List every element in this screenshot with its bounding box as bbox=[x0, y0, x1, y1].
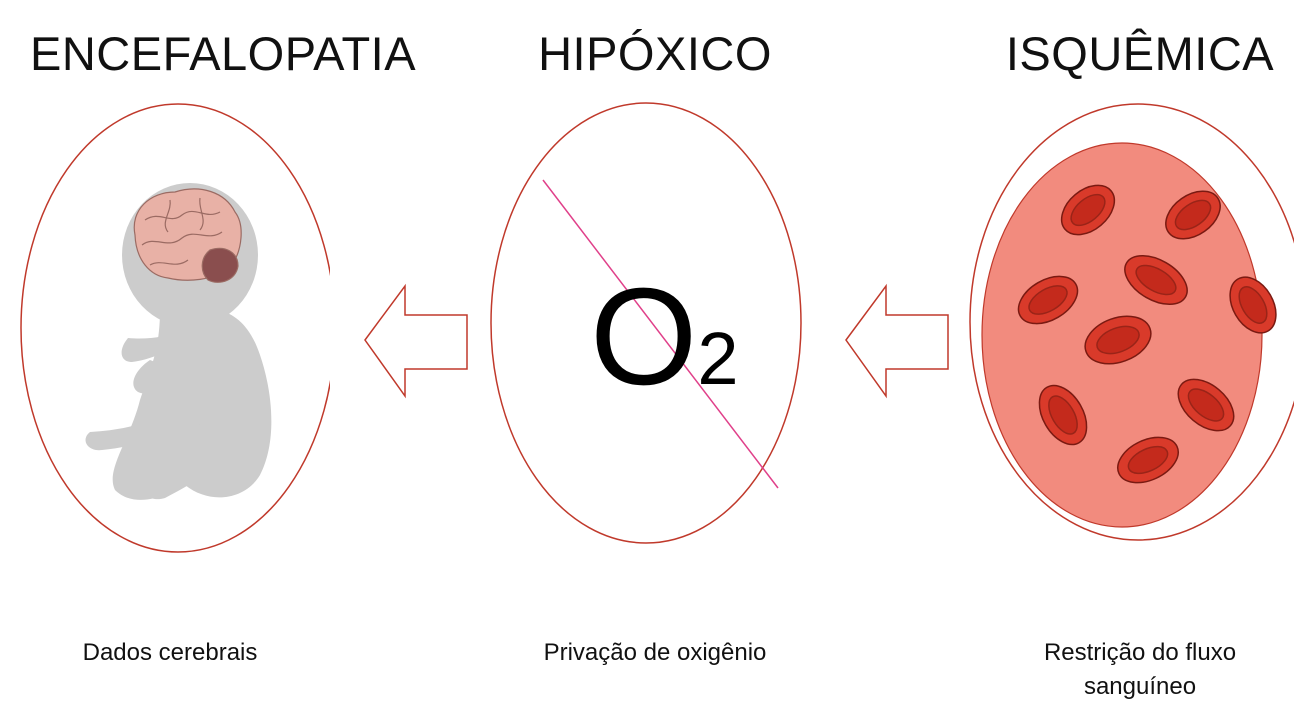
caption-restricao-line2: sanguíneo bbox=[1083, 673, 1197, 700]
caption-restricao-line1: Restrição do fluxo bbox=[1043, 639, 1237, 666]
fetus-brain-icon bbox=[20, 103, 330, 553]
red-blood-cells-icon bbox=[969, 103, 1294, 541]
title-hipoxico: HIPÓXICO bbox=[538, 27, 772, 80]
oxygen-letter: O bbox=[590, 260, 698, 414]
blood-cells bbox=[1017, 184, 1277, 484]
oxygen-symbol: O2 bbox=[590, 268, 739, 406]
caption-dados-cerebrais: Dados cerebrais bbox=[82, 639, 258, 666]
brain bbox=[133, 188, 242, 283]
arrow-left-icon bbox=[364, 283, 468, 399]
title-isquemica: ISQUÊMICA bbox=[1005, 27, 1275, 80]
caption-restricao-fluxo: Restrição do fluxo sanguíneo bbox=[1005, 636, 1275, 704]
oxygen-subscript: 2 bbox=[697, 317, 739, 400]
caption-privacao-oxigenio: Privação de oxigênio bbox=[543, 639, 767, 666]
title-encefalopatia: ENCEFALOPATIA bbox=[30, 27, 417, 80]
no-oxygen-icon bbox=[490, 102, 802, 544]
arrow-left-icon-2 bbox=[845, 283, 949, 399]
